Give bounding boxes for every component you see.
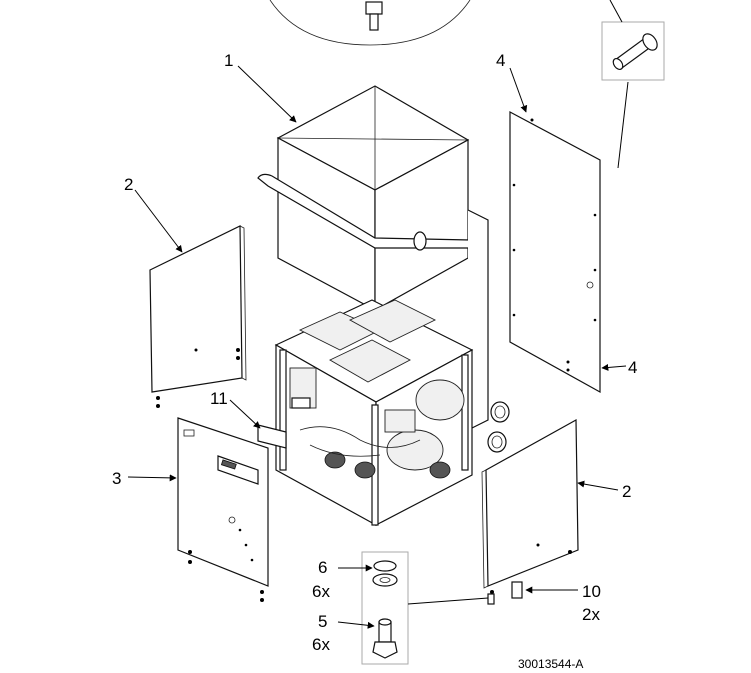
machine-frame xyxy=(274,209,510,527)
callout-2-right: 2 xyxy=(622,482,631,501)
rear-panel-part-4 xyxy=(509,111,601,394)
callout-11: 11 xyxy=(210,389,228,408)
side-panel-right-part-2 xyxy=(481,418,579,605)
callout-6: 6 xyxy=(318,558,327,577)
callout-4-top: 4 xyxy=(496,51,505,70)
top-detail-view xyxy=(269,0,471,46)
callout-2-left: 2 xyxy=(124,175,133,194)
document-number: 30013544-A xyxy=(518,657,583,671)
fitting-detail-inset xyxy=(601,0,665,169)
callout-5: 5 xyxy=(318,612,327,631)
callout-3: 3 xyxy=(112,469,121,488)
callout-4-right: 4 xyxy=(628,358,637,377)
callout-10-qty: 2x xyxy=(582,605,600,624)
callout-10: 10 xyxy=(582,582,601,601)
front-panel-part-3 xyxy=(177,417,269,602)
side-panel-left-part-2 xyxy=(149,225,247,408)
callout-1: 1 xyxy=(224,51,233,70)
callout-6-qty: 6x xyxy=(312,582,330,601)
foot-detail-inset xyxy=(361,551,489,665)
hood-part-1 xyxy=(257,85,471,312)
plate-part-11 xyxy=(257,424,287,449)
callout-5-qty: 6x xyxy=(312,635,330,654)
label-part-10 xyxy=(511,581,523,599)
